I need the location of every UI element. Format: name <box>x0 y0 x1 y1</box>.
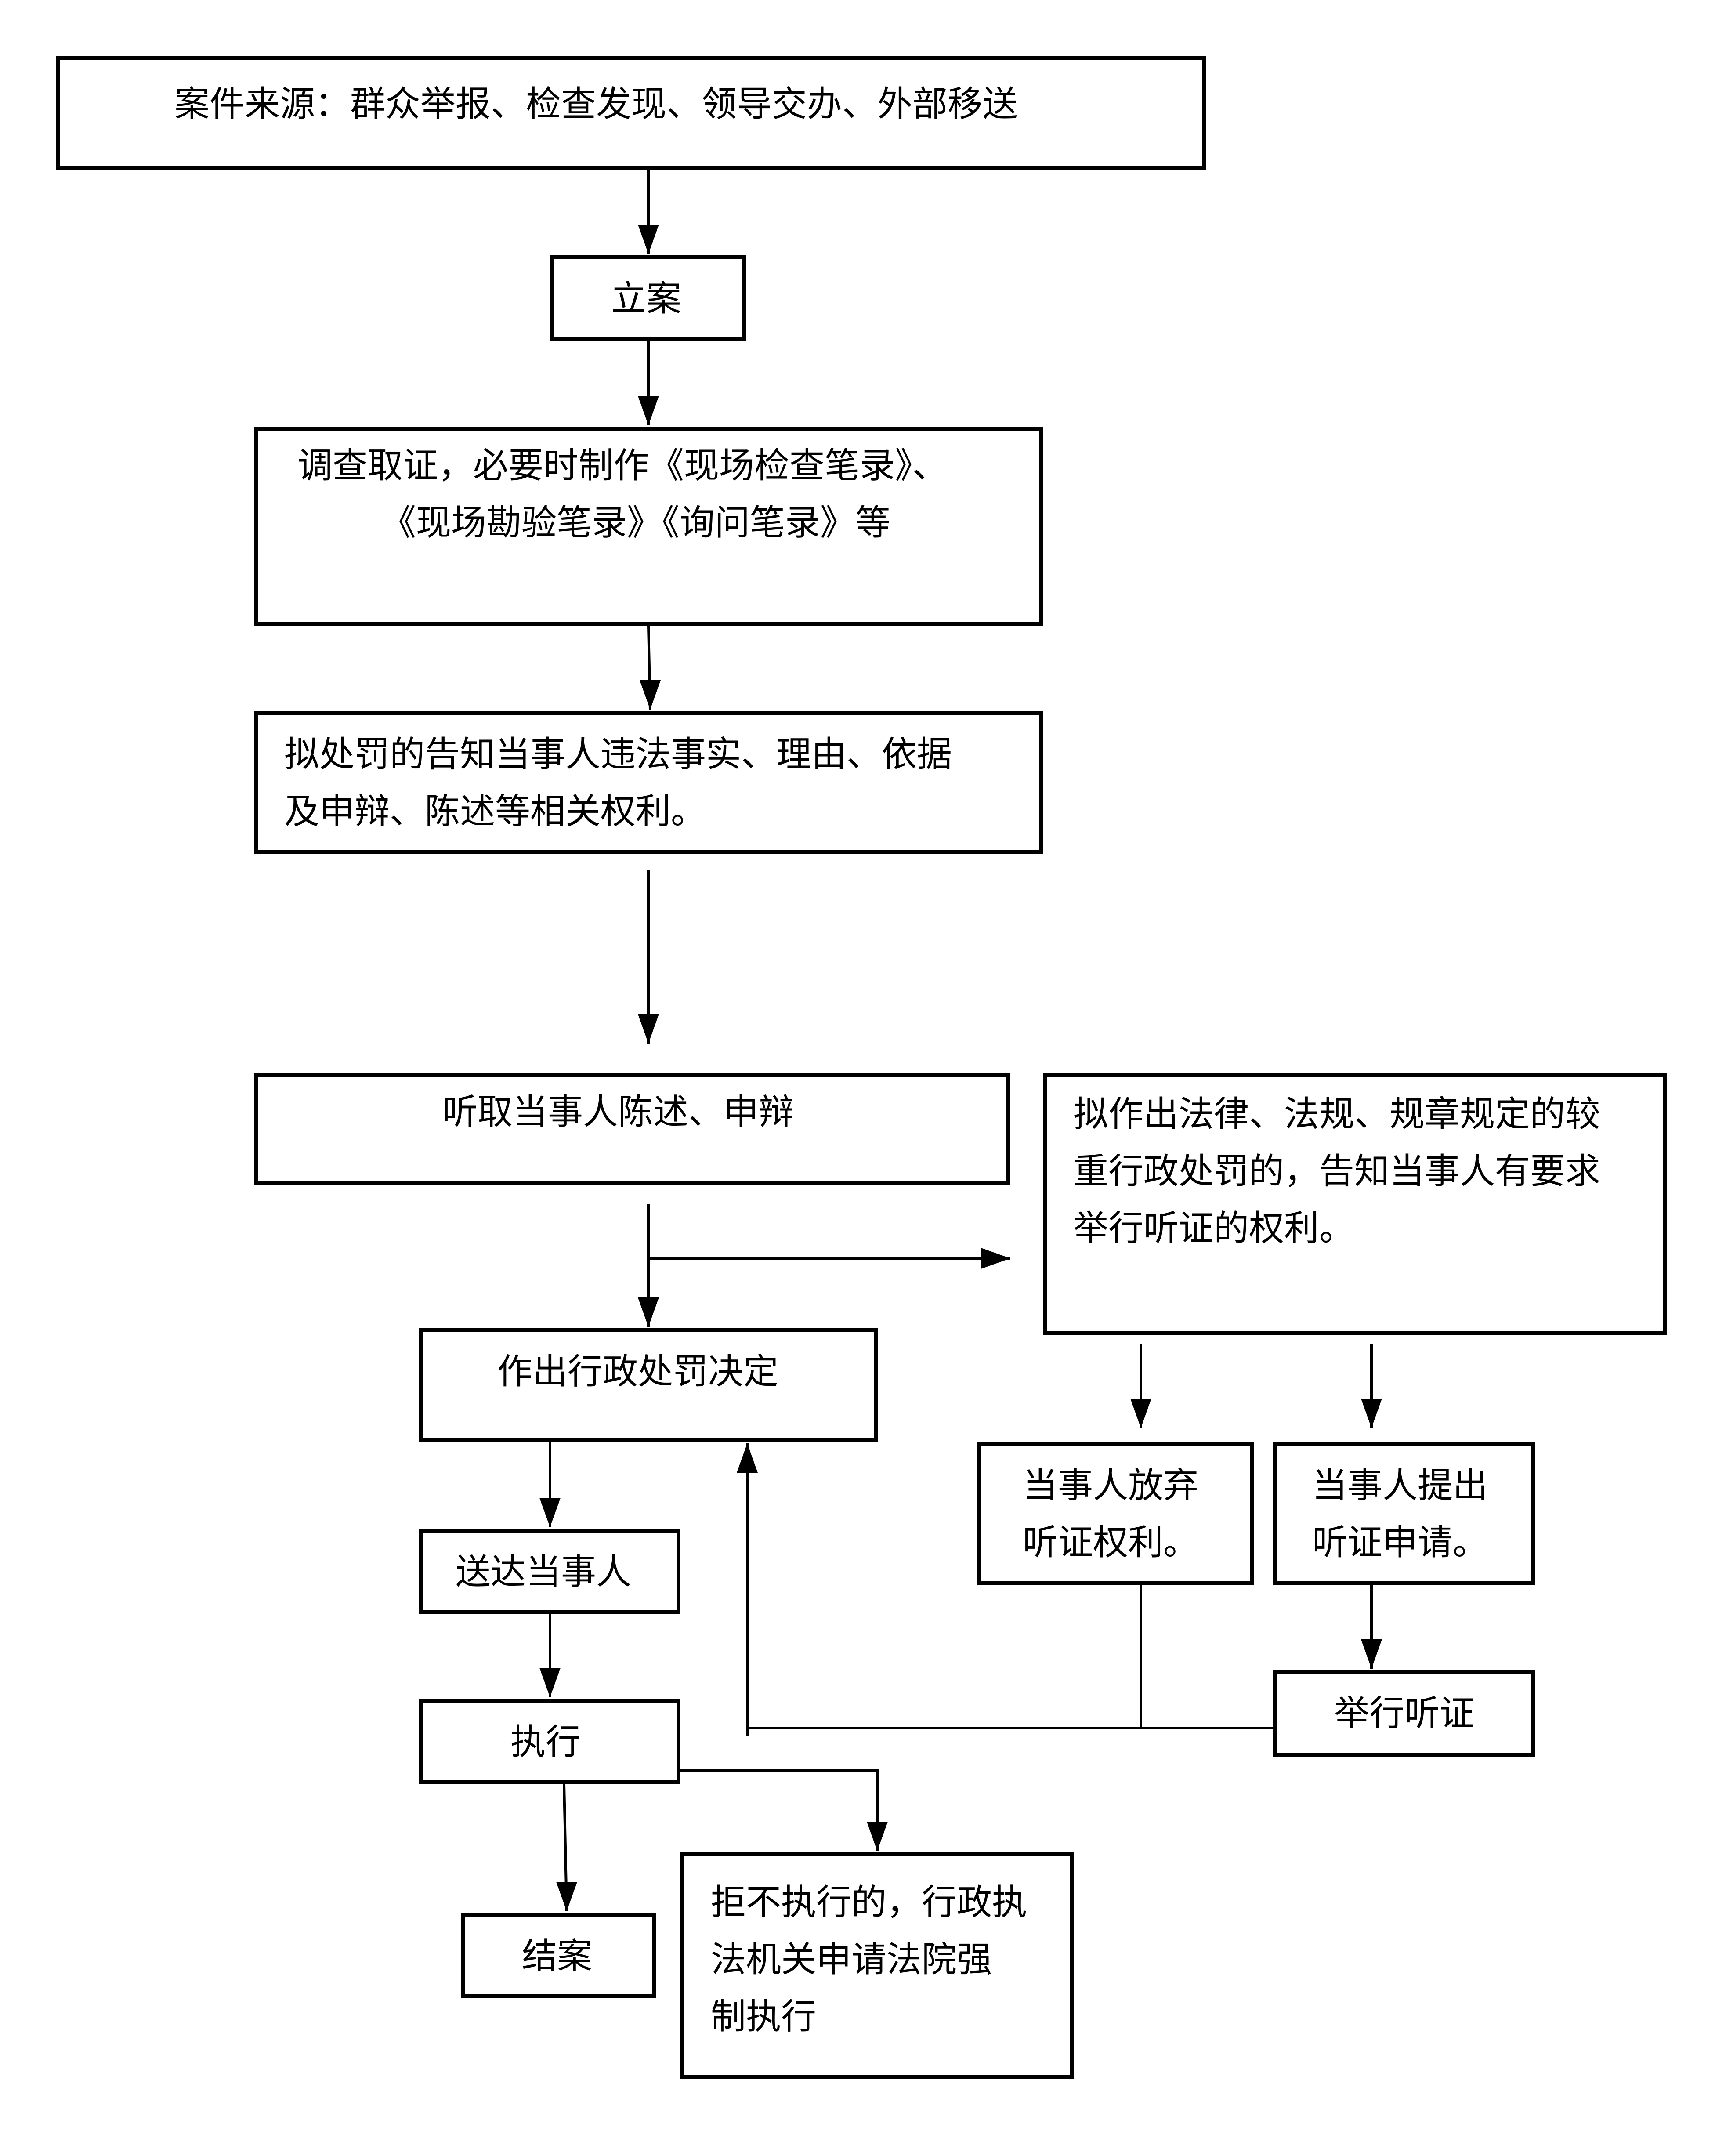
node-enforce: 拒不执行的，行政执 法机关申请法院强 制执行 <box>680 1852 1074 2079</box>
node-close-case-label: 结案 <box>522 1935 592 1976</box>
arrow-investigate-to-notify <box>647 625 651 710</box>
arrowhead-notify <box>640 680 661 710</box>
arrowhead-return-decision <box>737 1443 758 1473</box>
arrowhead-waive <box>1130 1399 1151 1428</box>
node-hearing-notice: 拟作出法律、法规、规章规定的较 重行政处罚的，告知当事人有要求 举行听证的权利。 <box>1043 1073 1667 1335</box>
node-apply-hearing: 当事人提出 听证申请。 <box>1273 1442 1535 1585</box>
node-notify-line2: 及申辩、陈述等相关权利。 <box>284 791 706 832</box>
node-investigate: 调查取证，必要时制作《现场检查笔录》、 《现场勘验笔录》《询问笔录》等 <box>254 427 1043 626</box>
arrowhead-investigate <box>638 396 659 425</box>
node-enforce-line1: 拒不执行的，行政执 <box>711 1882 1027 1923</box>
node-apply-line2: 听证申请。 <box>1312 1522 1488 1563</box>
node-notify-line1: 拟处罚的告知当事人违法事实、理由、依据 <box>284 734 952 775</box>
arrowhead-deliver <box>539 1498 561 1527</box>
node-deliver: 送达当事人 <box>419 1529 680 1614</box>
node-hearing-notice-line1: 拟作出法律、法规、规章规定的较 <box>1073 1094 1600 1134</box>
node-waive-hearing: 当事人放弃 听证权利。 <box>977 1442 1254 1585</box>
node-waive-line1: 当事人放弃 <box>1023 1465 1198 1506</box>
node-hold-hearing-label: 举行听证 <box>1334 1693 1475 1734</box>
arrowhead-file-case <box>638 225 659 254</box>
node-decision: 作出行政处罚决定 <box>419 1328 878 1442</box>
node-hearing-notice-line2: 重行政处罚的，告知当事人有要求 <box>1073 1151 1600 1192</box>
node-hold-hearing: 举行听证 <box>1273 1670 1535 1757</box>
arrowhead-apply <box>1361 1399 1382 1428</box>
arrowhead-execute <box>539 1668 561 1697</box>
node-deliver-label: 送达当事人 <box>456 1551 631 1592</box>
node-enforce-line2: 法机关申请法院强 <box>711 1939 992 1980</box>
node-investigate-line2: 《现场勘验笔录》《询问笔录》等 <box>381 502 890 543</box>
arrowhead-hear-statement <box>638 1014 659 1044</box>
arrowhead-hearing-notice <box>981 1248 1010 1269</box>
node-waive-line2: 听证权利。 <box>1023 1522 1198 1563</box>
node-file-case-label: 立案 <box>611 278 681 319</box>
node-execute-label: 执行 <box>510 1721 581 1762</box>
node-close-case: 结案 <box>461 1913 656 1998</box>
arrowhead-decision <box>638 1297 659 1327</box>
arrowhead-enforce <box>867 1822 888 1851</box>
node-hear-statement-label: 听取当事人陈述、申辩 <box>442 1091 794 1132</box>
node-case-source: 案件来源：群众举报、检查发现、领导交办、外部移送 <box>56 56 1206 170</box>
node-decision-label: 作出行政处罚决定 <box>497 1351 778 1392</box>
arrow-execute-to-close-case <box>563 1783 568 1912</box>
node-execute: 执行 <box>419 1699 680 1784</box>
node-investigate-line1: 调查取证，必要时制作《现场检查笔录》、 <box>297 445 948 486</box>
node-case-source-label: 案件来源：群众举报、检查发现、领导交办、外部移送 <box>174 83 1018 124</box>
node-hearing-notice-line3: 举行听证的权利。 <box>1073 1208 1354 1249</box>
node-file-case: 立案 <box>550 255 746 341</box>
arrowhead-close-case <box>556 1882 577 1911</box>
node-notify: 拟处罚的告知当事人违法事实、理由、依据 及申辩、陈述等相关权利。 <box>254 711 1043 854</box>
node-hear-statement: 听取当事人陈述、申辩 <box>254 1073 1010 1185</box>
arrow-execute-to-enforce <box>680 1769 879 1851</box>
node-apply-line1: 当事人提出 <box>1312 1465 1488 1506</box>
arrowhead-hold-hearing <box>1361 1639 1382 1669</box>
node-enforce-line3: 制执行 <box>711 1996 816 2037</box>
